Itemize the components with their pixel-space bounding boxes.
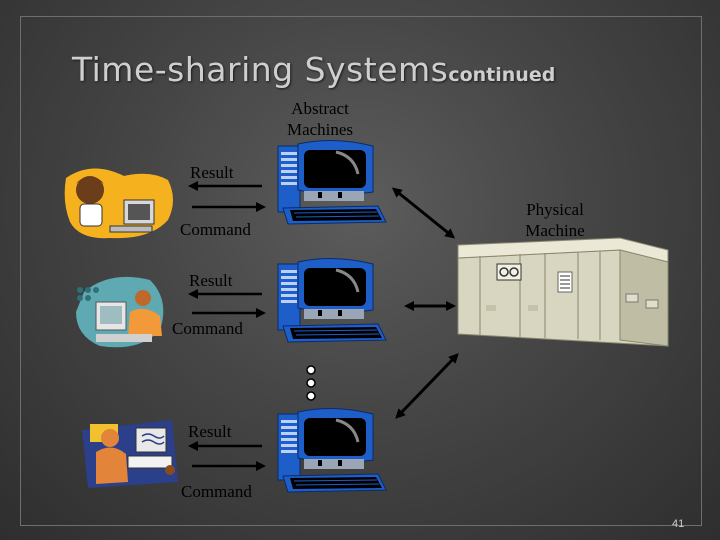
slide-title: Time-sharing Systemscontinued (72, 50, 555, 89)
page-number: 41 (672, 518, 685, 530)
abstract-machines-line-2: Machines (286, 120, 354, 139)
mainframe-icon (457, 237, 669, 347)
physical-machine-line-1: Physical (526, 200, 584, 219)
user-clipart-3 (82, 420, 178, 488)
command-label-1: Command (180, 220, 251, 239)
abstract-machines-line-1: Abstract (291, 99, 349, 118)
mapping-arrow-1 (391, 187, 456, 239)
physical-machine-label: Physical Machine (510, 199, 600, 241)
command-label-3: Command (181, 482, 252, 501)
result-label-2: Result (189, 271, 233, 290)
user-clipart-2 (76, 276, 164, 348)
workstation-icon-3 (276, 406, 388, 494)
result-label-1: Result (190, 163, 234, 182)
workstation-icon-2 (276, 256, 388, 344)
workstation-icon-1 (276, 138, 388, 226)
abstract-machines-label: Abstract Machines (274, 98, 366, 140)
slide-frame (20, 16, 702, 526)
title-main: Time-sharing Systems (72, 50, 449, 89)
ellipsis-dots-icon (306, 365, 316, 401)
mapping-arrow-3 (395, 353, 459, 419)
result-label-3: Result (188, 422, 232, 441)
user-clipart-1 (64, 168, 173, 239)
physical-machine-line-2: Machine (525, 221, 585, 240)
title-sub: continued (448, 64, 556, 86)
command-label-2: Command (172, 319, 243, 338)
